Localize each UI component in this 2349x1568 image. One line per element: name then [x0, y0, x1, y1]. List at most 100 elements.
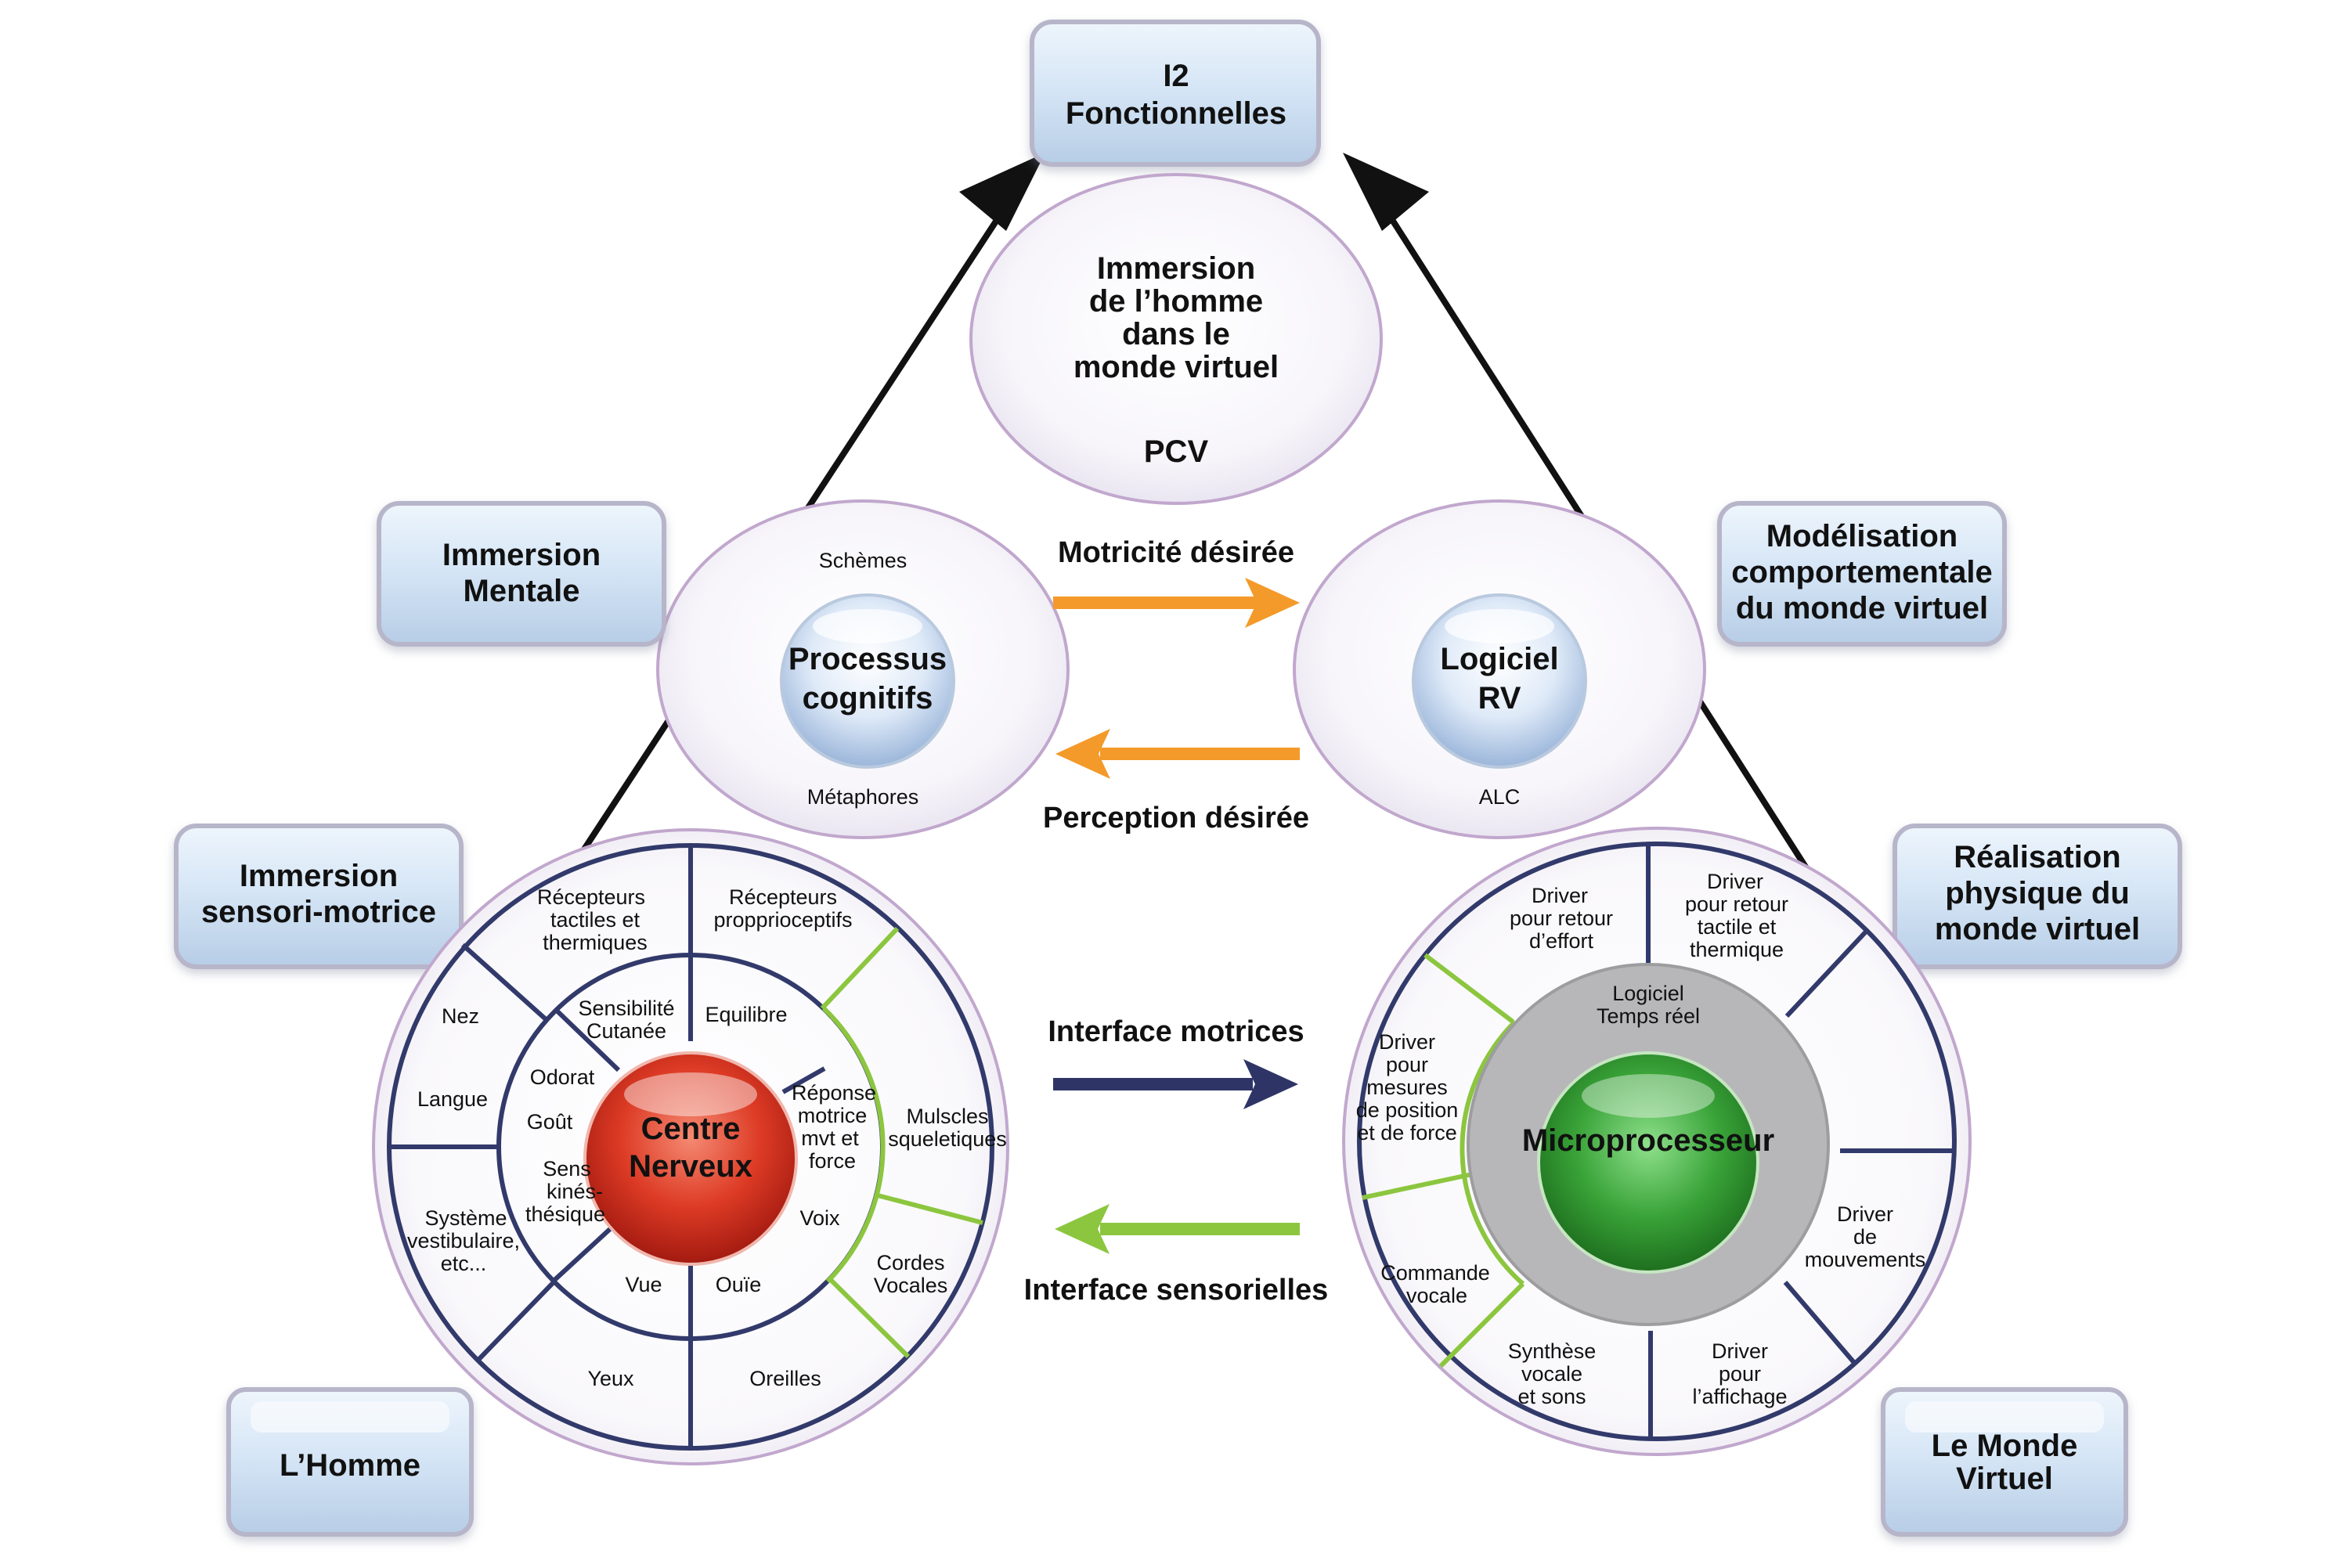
- retour-tactile-2: pour retour: [1685, 892, 1788, 916]
- synthese-3: et sons: [1517, 1385, 1586, 1408]
- mesures-1: Driver: [1379, 1030, 1435, 1054]
- modelisation-line1: Modélisation: [1766, 519, 1958, 553]
- left-triangle-arrowhead-icon: [959, 153, 1045, 231]
- mouvements-3: mouvements: [1805, 1248, 1926, 1271]
- systeme-2: vestibulaire,: [407, 1229, 520, 1253]
- retour-tactile-4: thermique: [1690, 938, 1784, 961]
- sensibilite-2: Cutanée: [586, 1019, 666, 1043]
- affichage-2: pour: [1719, 1362, 1761, 1386]
- mulscles-1: Mulscles: [906, 1105, 988, 1128]
- processus-line2: cognitifs: [803, 681, 933, 716]
- logiciel-rv-sphere: [1412, 593, 1587, 769]
- interface-motrices-arrowhead-icon: [1243, 1059, 1298, 1109]
- pcv-line1: Immersion: [1097, 251, 1255, 286]
- logiciel-line1: Logiciel: [1440, 642, 1558, 676]
- alc-label: ALC: [1479, 785, 1521, 809]
- yeux-label: Yeux: [587, 1367, 634, 1390]
- realisation-line3: monde virtuel: [1935, 912, 2140, 946]
- ouie-label: Ouïe: [716, 1273, 762, 1296]
- box-modelisation: [1717, 501, 2007, 647]
- langue-label: Langue: [417, 1087, 488, 1111]
- box-immersion-sensori: [174, 824, 464, 969]
- monde-virtuel-line1: Le Monde: [1932, 1429, 2078, 1463]
- mouvements-1: Driver: [1837, 1202, 1893, 1226]
- perception-arrowhead-icon: [1055, 729, 1110, 779]
- modelisation-line3: du monde virtuel: [1736, 591, 1988, 625]
- centre-nerveux-line1: Centre: [641, 1112, 741, 1146]
- synthese-1: Synthèse: [1508, 1339, 1597, 1363]
- motricite-label: Motricité désirée: [1058, 536, 1294, 569]
- logiciel-temps-reel-1: Logiciel: [1612, 982, 1684, 1005]
- commande-1: Commande: [1380, 1261, 1490, 1285]
- box-i2-fonctionnelles: [1030, 20, 1321, 167]
- retour-effort-3: d’effort: [1529, 929, 1594, 953]
- motricite-arrowhead-icon: [1245, 578, 1300, 628]
- perception-label: Perception désirée: [1043, 802, 1309, 834]
- pcv-ellipse: [969, 173, 1383, 505]
- sphere-highlight: [813, 609, 922, 643]
- cordes-1: Cordes: [876, 1251, 944, 1274]
- recepteurs-tactiles-1: Récepteurs: [537, 885, 645, 909]
- odorat-label: Odorat: [530, 1065, 595, 1089]
- microprocesseur-label: Microprocesseur: [1522, 1123, 1774, 1158]
- systeme-1: Système: [424, 1206, 507, 1230]
- microprocesseur-sphere: [1537, 1051, 1759, 1274]
- retour-tactile-1: Driver: [1707, 870, 1763, 893]
- immersion-mentale-line2: Mentale: [464, 574, 580, 608]
- equilibre-label: Equilibre: [705, 1003, 787, 1026]
- retour-tactile-3: tactile et: [1698, 915, 1777, 939]
- affichage-1: Driver: [1712, 1339, 1768, 1363]
- schemes-label: Schèmes: [819, 549, 907, 572]
- mesures-4: de position: [1356, 1098, 1459, 1122]
- reponse-4: force: [809, 1149, 856, 1173]
- pcv-line2: de l’homme: [1089, 284, 1263, 319]
- sens-1: Sens: [543, 1157, 591, 1181]
- mulscles-2: squeletiques: [888, 1127, 1007, 1151]
- realisation-line2: physique du: [1945, 876, 2130, 910]
- interface-sensorielles-arrowhead-icon: [1055, 1204, 1110, 1254]
- gout-label: Goût: [527, 1110, 573, 1134]
- affichage-3: l’affichage: [1692, 1385, 1787, 1408]
- metaphores-label: Métaphores: [807, 785, 919, 809]
- processus-cognitifs-sphere: [780, 593, 955, 769]
- right-triangle-arrowhead-icon: [1343, 153, 1429, 231]
- pcv-line3: dans le: [1122, 317, 1230, 351]
- monde-virtuel-line2: Virtuel: [1956, 1462, 2053, 1496]
- immersion-mentale-line1: Immersion: [442, 538, 601, 572]
- sens-3: thésique: [525, 1202, 605, 1226]
- mesures-2: pour: [1386, 1053, 1428, 1076]
- logiciel-line2: RV: [1478, 681, 1521, 716]
- pcv-line4: monde virtuel: [1073, 350, 1279, 384]
- centre-nerveux-sphere: [583, 1051, 798, 1266]
- top-box-line2: Fonctionnelles: [1066, 96, 1286, 131]
- box-realisation: [1893, 824, 2182, 969]
- mesures-3: mesures: [1366, 1076, 1448, 1099]
- modelisation-line2: comportementale: [1731, 555, 1992, 589]
- vue-label: Vue: [625, 1273, 662, 1296]
- cordes-2: Vocales: [874, 1274, 948, 1297]
- retour-effort-1: Driver: [1532, 884, 1588, 907]
- recepteurs-proprio-1: Récepteurs: [729, 885, 837, 909]
- reponse-1: Réponse: [792, 1081, 876, 1105]
- systeme-3: etc...: [441, 1252, 487, 1275]
- box-homme: [226, 1387, 474, 1537]
- immersion-sensori-line1: Immersion: [240, 859, 398, 893]
- retour-effort-2: pour retour: [1510, 907, 1613, 930]
- box-immersion-mentale: [377, 501, 666, 647]
- recepteurs-tactiles-3: thermiques: [543, 931, 648, 954]
- realisation-line1: Réalisation: [1954, 840, 2120, 874]
- reponse-3: mvt et: [801, 1126, 859, 1150]
- reponse-2: motrice: [798, 1104, 868, 1127]
- right-wheel: [1342, 827, 1972, 1456]
- sens-2: kinés-: [547, 1180, 603, 1203]
- sensibilite-1: Sensibilité: [578, 997, 674, 1020]
- pcv-label: PCV: [1144, 434, 1209, 469]
- box-monde-virtuel: [1881, 1387, 2128, 1537]
- voix-label: Voix: [799, 1206, 840, 1230]
- sphere-highlight: [1445, 609, 1554, 643]
- processus-line1: Processus: [788, 642, 947, 676]
- oreilles-label: Oreilles: [749, 1367, 821, 1390]
- left-wheel: [372, 828, 1009, 1465]
- mesures-5: et de force: [1357, 1121, 1457, 1144]
